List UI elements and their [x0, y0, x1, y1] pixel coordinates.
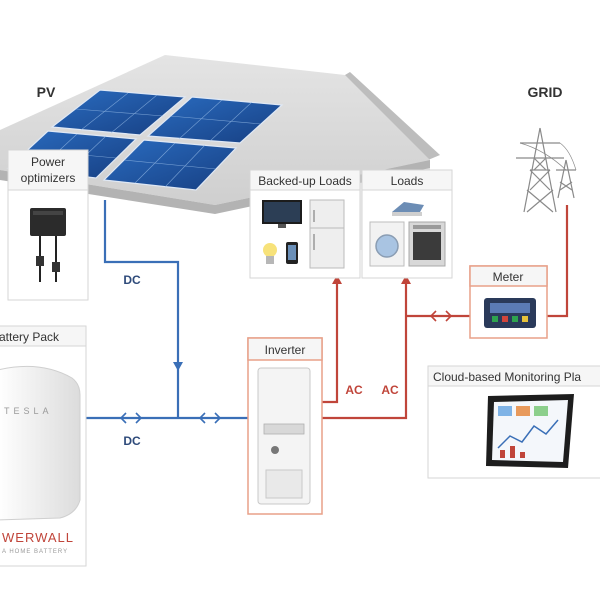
- dc-arrow-down-icon: [173, 362, 183, 371]
- backed-up-loads-box: Backed-up Loads: [249, 169, 361, 279]
- roof-ridge-edge: [340, 72, 440, 160]
- powerwall-battery-icon: TESLA: [0, 365, 81, 521]
- grid-tower-icon: [516, 127, 577, 213]
- optimizer-device-icon: [30, 208, 66, 282]
- ac-line-grid: [547, 205, 569, 318]
- meter-label: Meter: [493, 270, 524, 284]
- cloud-monitoring-label: Cloud-based Monitoring Pla: [433, 370, 581, 384]
- loads-label: Loads: [391, 174, 424, 188]
- loads-box: Loads: [361, 169, 453, 279]
- powerwall-brand-text: WERWALL: [2, 530, 74, 545]
- ac-label-right: AC: [381, 383, 399, 397]
- inverter-device-icon: [257, 367, 311, 505]
- tablet-icon: [486, 394, 574, 468]
- power-optimizers-label-line1: Power: [31, 155, 65, 169]
- ac-label-left: AC: [345, 383, 363, 397]
- cloud-monitoring-box: Cloud-based Monitoring Pla: [427, 365, 600, 479]
- meter-device-icon: [484, 298, 536, 328]
- inverter-box: Inverter: [247, 337, 323, 515]
- power-optimizers-box: Power optimizers: [7, 149, 89, 301]
- dc-line-pv: [103, 200, 180, 365]
- meter-box: Meter: [469, 265, 548, 339]
- dc-label-lower: DC: [123, 434, 141, 448]
- inverter-label: Inverter: [265, 343, 306, 357]
- backed-up-loads-label: Backed-up Loads: [258, 174, 351, 188]
- phone-icon: [286, 242, 298, 264]
- ac-arrow-up-icon: [401, 275, 411, 284]
- power-optimizers-label-line2: optimizers: [21, 171, 76, 185]
- dc-label-upper: DC: [123, 273, 141, 287]
- ac-bidirectional-icon: [429, 310, 453, 322]
- iron-icon: [392, 202, 424, 216]
- solar-panel: [102, 139, 238, 191]
- battery-pack-box: attery Pack TESLA WERWALL A HOME BATTERY: [0, 325, 87, 567]
- grid-label: GRID: [528, 84, 563, 100]
- battery-pack-label: attery Pack: [0, 330, 60, 344]
- tv-icon: [262, 200, 302, 228]
- refrigerator-icon: [309, 199, 345, 269]
- washing-machine-icon: [369, 221, 405, 267]
- oven-icon: [408, 221, 446, 267]
- ac-line-backup: [322, 283, 339, 404]
- dc-wiring: [85, 200, 248, 420]
- pv-label: PV: [37, 84, 56, 100]
- powerwall-sub-text: A HOME BATTERY: [2, 549, 68, 555]
- ac-wiring: [322, 205, 569, 420]
- battery-logo-text: TESLA: [4, 406, 53, 416]
- solar-panels: [6, 89, 284, 191]
- ac-line-loads: [322, 283, 408, 420]
- light-bulb-icon: [263, 243, 277, 264]
- dc-bidirectional-icon: [119, 412, 222, 424]
- ac-arrow-up-icon: [332, 275, 342, 284]
